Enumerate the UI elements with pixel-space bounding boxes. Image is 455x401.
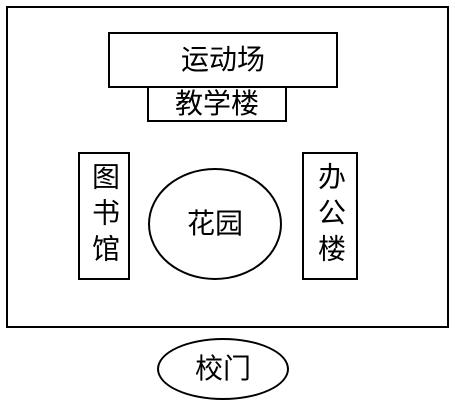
school-gate-ellipse: 校门	[157, 338, 289, 400]
garden-label: 花园	[186, 207, 243, 240]
office-building-label: 办公楼	[314, 162, 347, 270]
school-gate-label: 校门	[194, 352, 251, 385]
teaching-building-label: 教学楼	[174, 87, 259, 120]
teaching-building-box: 教学楼	[147, 86, 287, 122]
garden-ellipse: 花园	[148, 168, 282, 280]
sports-field-label: 运动场	[180, 43, 265, 76]
sports-field-box: 运动场	[108, 32, 338, 88]
office-building-box: 办公楼	[302, 152, 358, 280]
library-box: 图书馆	[78, 152, 130, 280]
library-label: 图书馆	[88, 162, 121, 270]
